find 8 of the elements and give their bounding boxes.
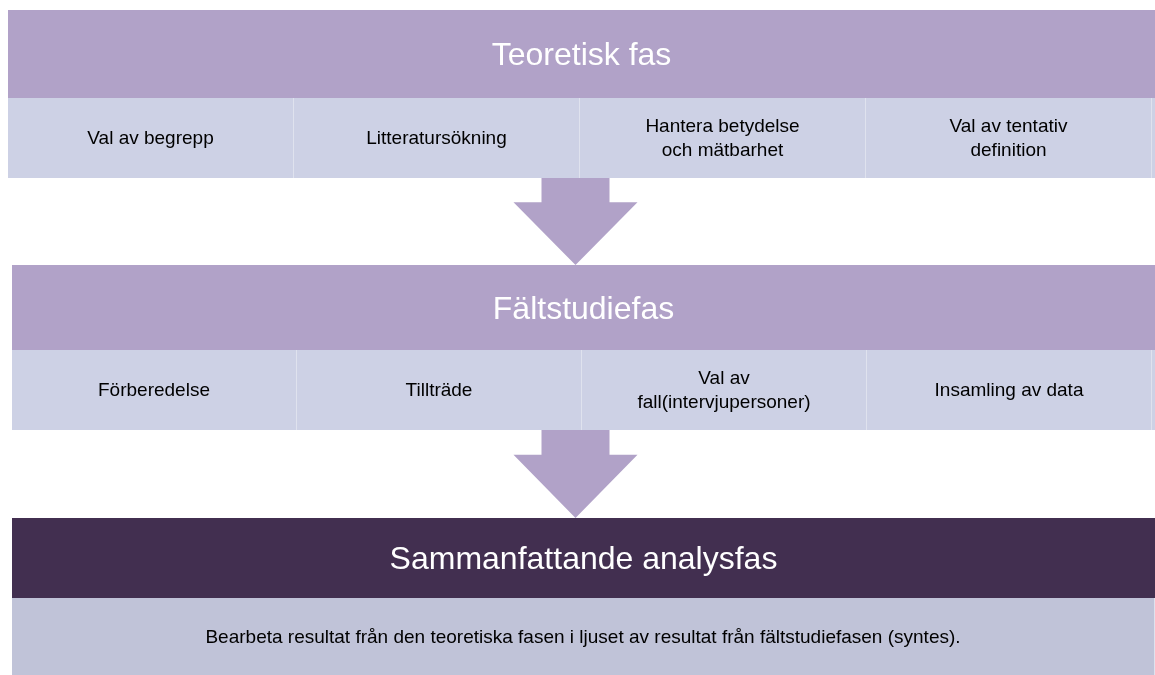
phase-title: Fältstudiefas — [492, 288, 675, 328]
phase-panel — [8, 10, 1155, 178]
phase-panel — [12, 518, 1155, 675]
phase-panel — [12, 265, 1155, 430]
block-arrow — [513, 178, 638, 265]
block-arrow — [513, 430, 638, 518]
phase-title: Sammanfattande analysfas — [389, 539, 778, 578]
phase-title: Teoretisk fas — [491, 35, 672, 74]
